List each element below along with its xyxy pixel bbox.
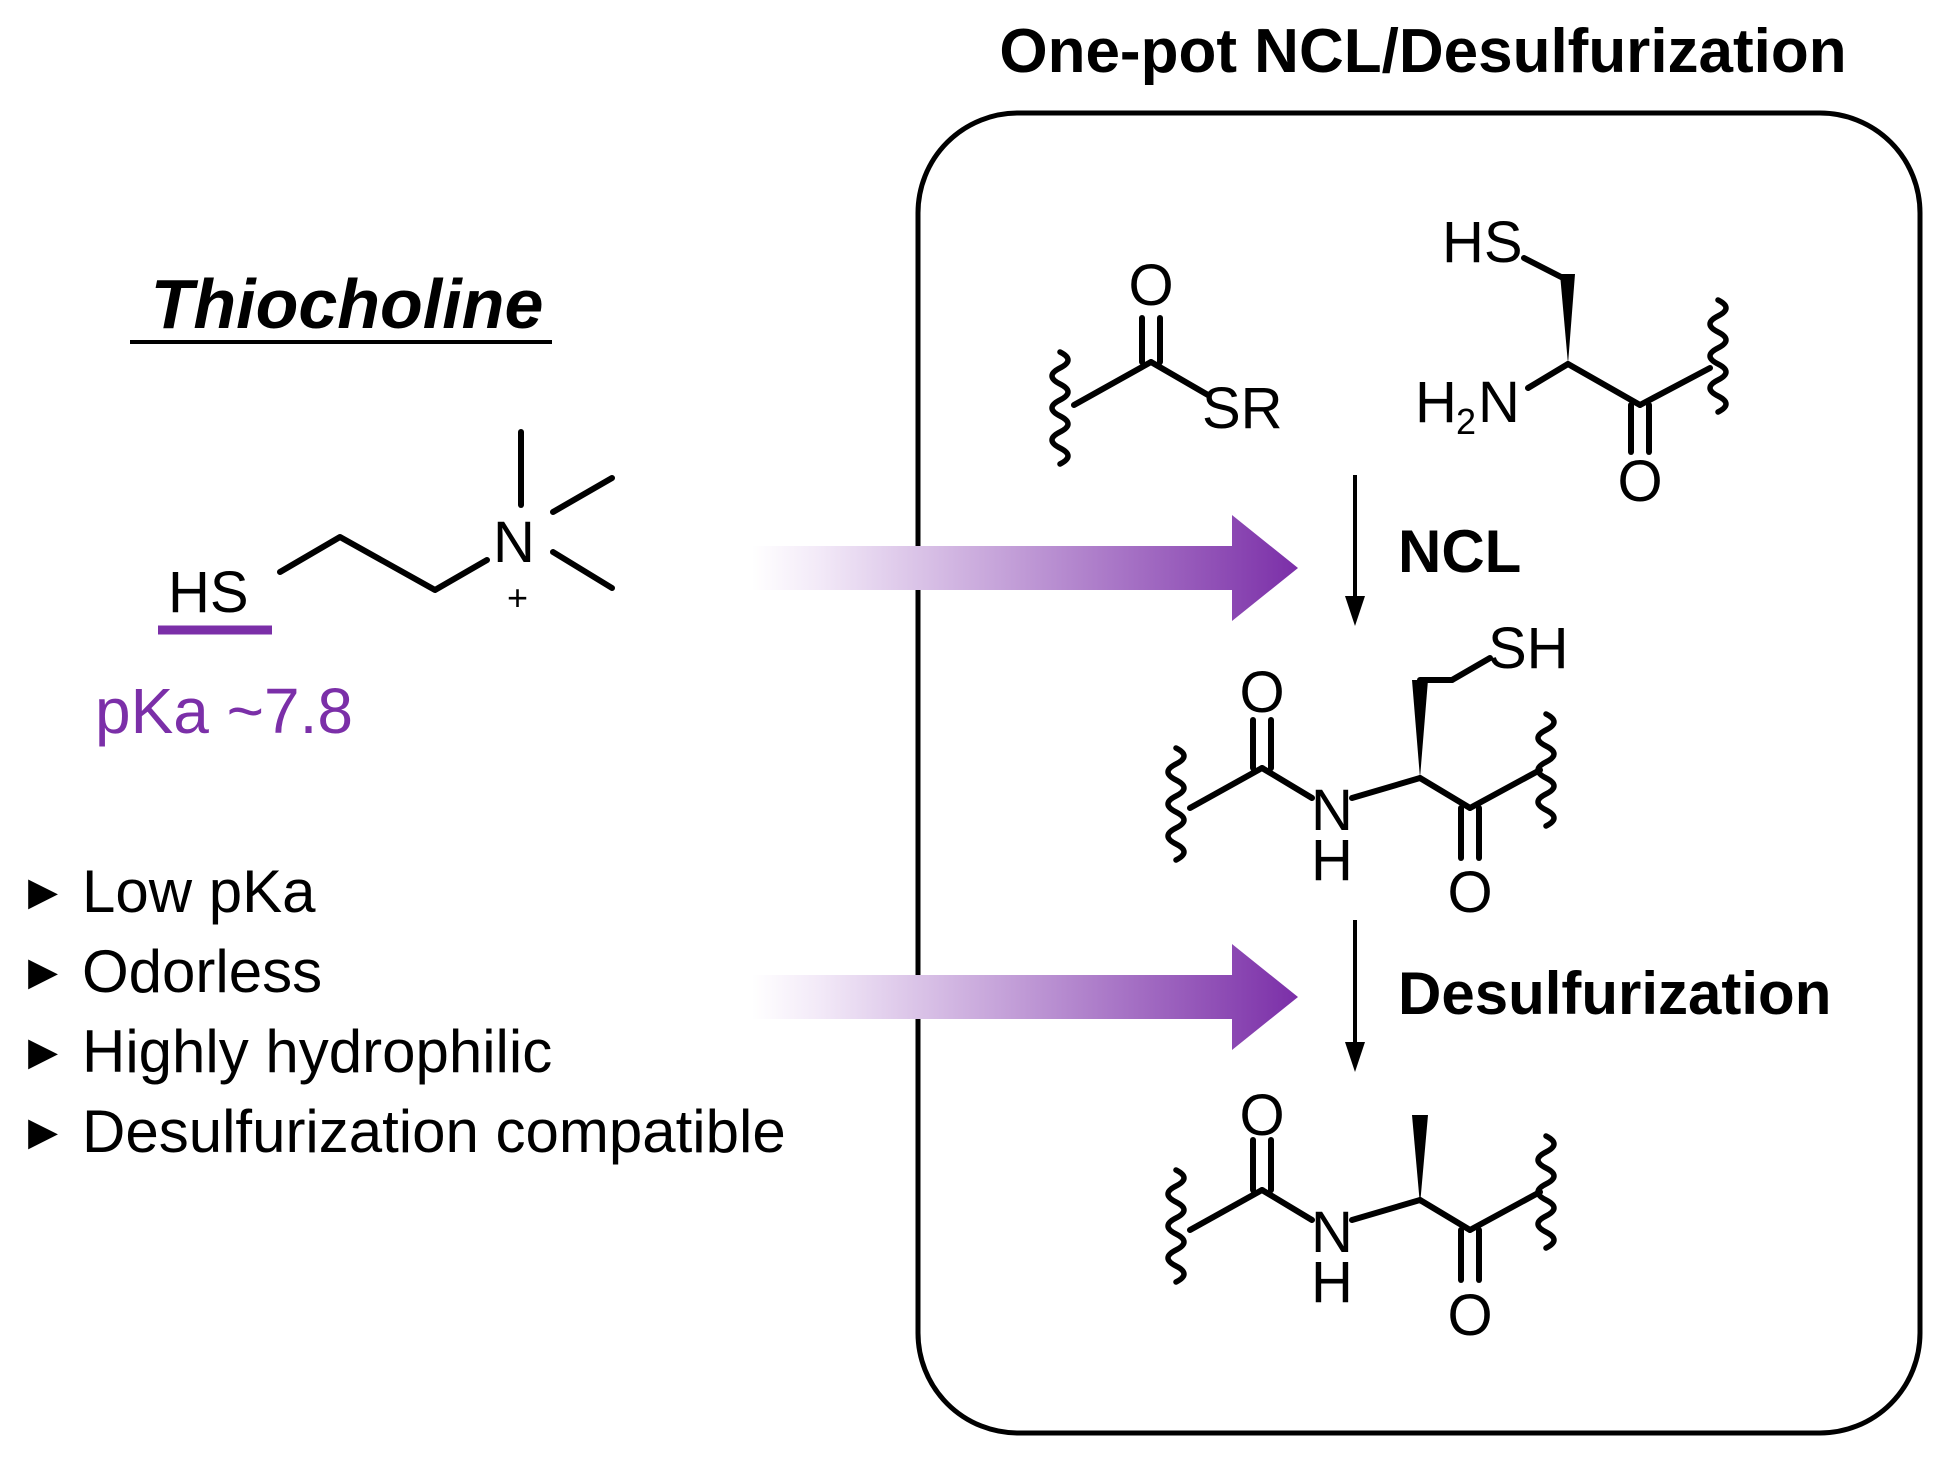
bullet-marker: ▸ bbox=[28, 936, 58, 1003]
svg-text:2: 2 bbox=[1456, 401, 1476, 442]
bullet-marker: ▸ bbox=[28, 856, 58, 923]
amide-n: N bbox=[1311, 778, 1353, 843]
wedge-bond bbox=[1560, 274, 1575, 364]
ethylene-chain bbox=[277, 534, 490, 593]
wedge-bond bbox=[1412, 680, 1428, 778]
carbonyl-oxygen: O bbox=[1447, 1283, 1492, 1348]
ammonium-n: N bbox=[493, 510, 535, 575]
sr-group: SR bbox=[1202, 376, 1283, 441]
carbonyl-oxygen: O bbox=[1617, 449, 1662, 514]
amine-h2n: H 2 N bbox=[1415, 370, 1520, 442]
wavy-bond bbox=[1165, 1167, 1187, 1285]
thiocholine-structure: HS N + bbox=[158, 429, 615, 635]
property-item: Odorless bbox=[82, 938, 322, 1005]
reaction-box bbox=[915, 110, 1923, 1436]
amide-h: H bbox=[1311, 828, 1353, 893]
wavy-bond bbox=[1535, 1133, 1557, 1251]
thiol-hs: HS bbox=[1442, 210, 1523, 275]
positive-charge: + bbox=[507, 577, 528, 618]
ncl-step-arrow bbox=[1345, 475, 1365, 626]
gradient-arrow-to-desulfurization bbox=[752, 944, 1298, 1050]
wavy-bond bbox=[1707, 297, 1729, 415]
bullet-marker: ▸ bbox=[28, 1016, 58, 1083]
scheme-heading: One-pot NCL/Desulfurization bbox=[999, 17, 1846, 86]
carbonyl-oxygen: O bbox=[1239, 1083, 1284, 1148]
wavy-bond bbox=[1165, 745, 1187, 863]
ligation-product: SH O N H O bbox=[1165, 616, 1569, 925]
hs-label: HS bbox=[168, 560, 249, 625]
svg-text:N: N bbox=[1478, 370, 1520, 435]
property-item: Highly hydrophilic bbox=[82, 1018, 552, 1085]
amide-h: H bbox=[1311, 1250, 1353, 1315]
gradient-arrow-to-ncl bbox=[752, 515, 1298, 621]
wedge-bond bbox=[1412, 1115, 1428, 1205]
ncl-step-label: NCL bbox=[1398, 518, 1521, 585]
wavy-bond bbox=[1535, 711, 1557, 829]
desulfurization-step-arrow bbox=[1345, 920, 1365, 1072]
carbonyl-oxygen: O bbox=[1447, 860, 1492, 925]
thioester-reactant: O SR bbox=[1049, 253, 1283, 467]
property-item: Low pKa bbox=[82, 858, 316, 925]
methyl-bond-upper-right bbox=[550, 475, 615, 515]
carbonyl-oxygen: O bbox=[1239, 660, 1284, 725]
amide-n: N bbox=[1311, 1200, 1353, 1265]
desulfurized-product: O N H O bbox=[1165, 1083, 1557, 1348]
methyl-bond-lower-right bbox=[550, 549, 615, 591]
bullet-marker: ▸ bbox=[28, 1096, 58, 1163]
wavy-bond bbox=[1049, 349, 1071, 467]
thiol-sh: SH bbox=[1488, 616, 1569, 681]
property-list: ▸ Low pKa ▸ Odorless ▸ Highly hydrophili… bbox=[28, 856, 786, 1165]
cysteine-reactant: HS H 2 N O bbox=[1415, 210, 1729, 514]
property-item: Desulfurization compatible bbox=[82, 1098, 786, 1165]
compound-title: Thiocholine bbox=[151, 265, 544, 343]
svg-text:H: H bbox=[1415, 370, 1457, 435]
carbonyl-oxygen: O bbox=[1128, 253, 1173, 318]
desulfurization-step-label: Desulfurization bbox=[1398, 960, 1831, 1027]
pka-value: pKa ~7.8 bbox=[95, 675, 353, 747]
